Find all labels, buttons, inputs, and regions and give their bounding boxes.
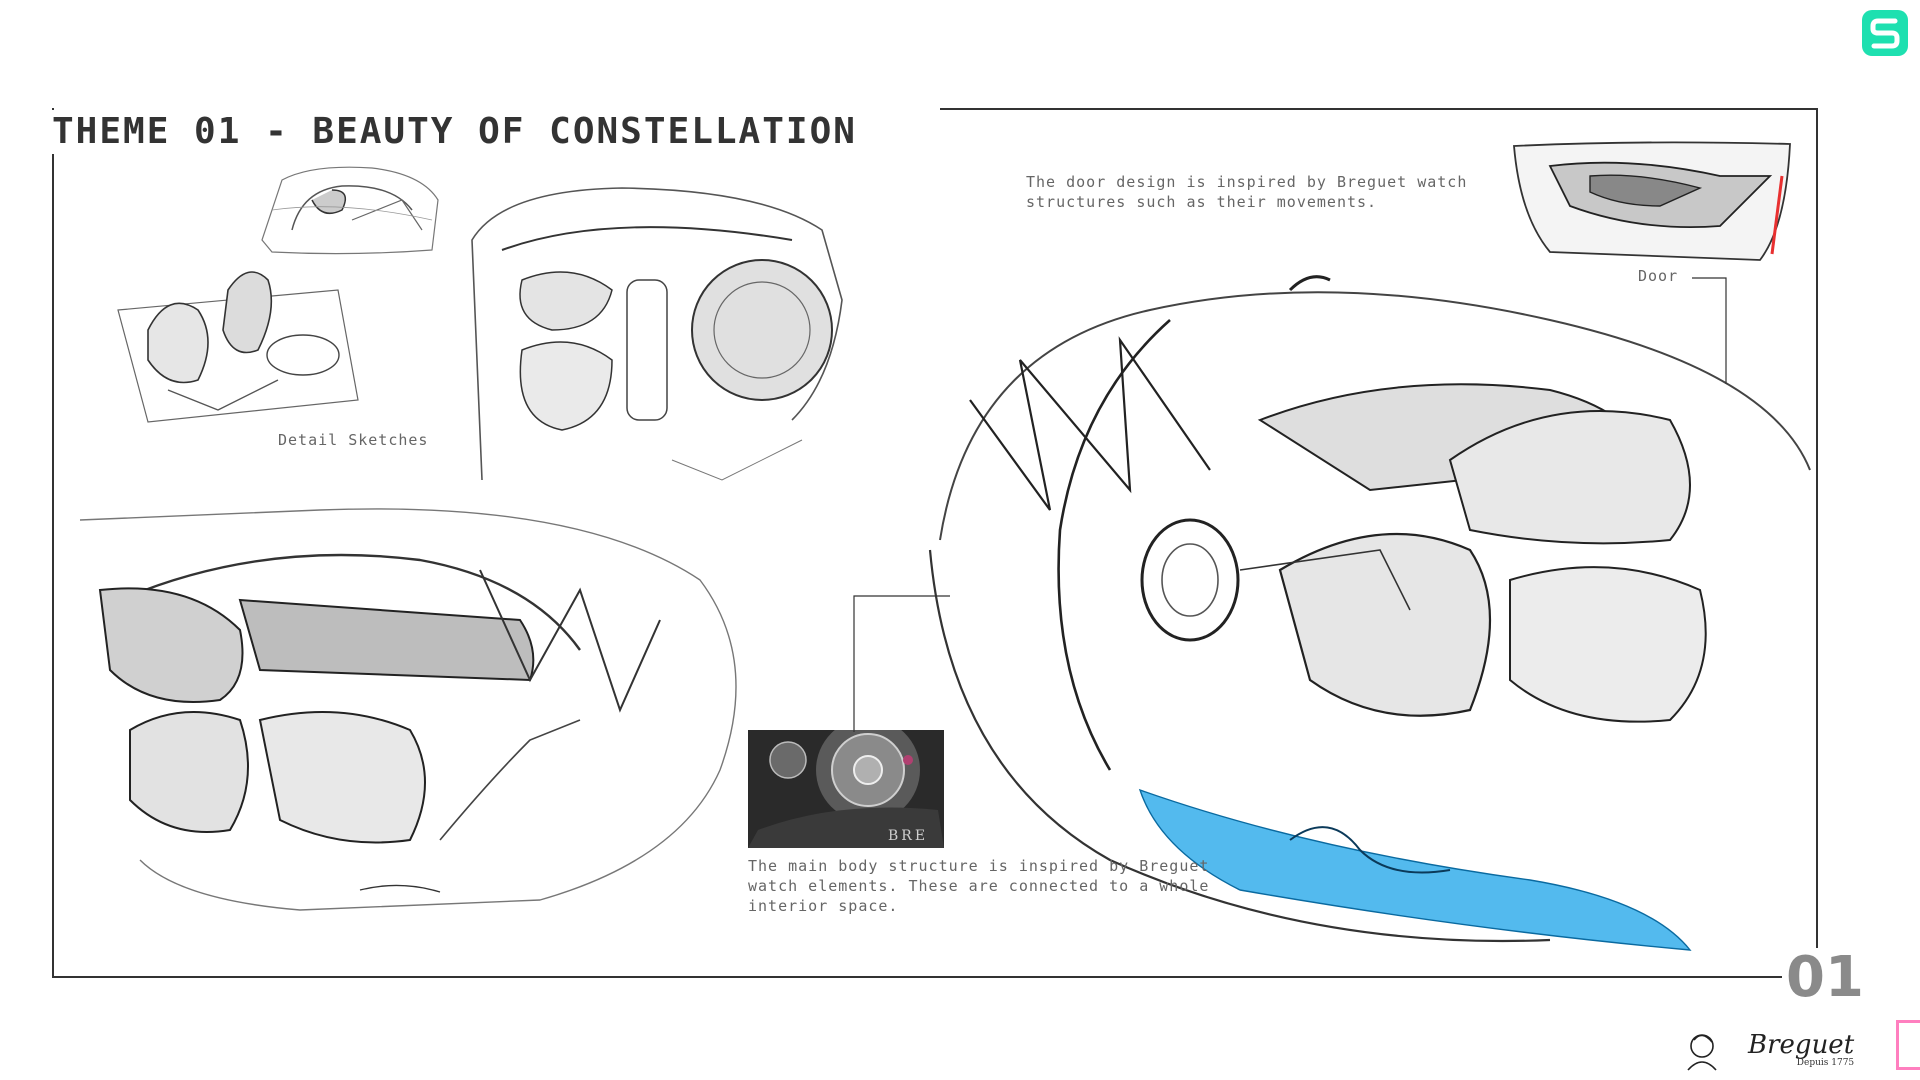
detail-sketches-label: Detail Sketches xyxy=(278,431,429,449)
interior-main-perspective-sketch xyxy=(928,275,1811,951)
detail-sketch-dashboard xyxy=(261,166,439,255)
page-number: 01 xyxy=(1782,948,1868,1008)
door-detail-sketch xyxy=(1513,141,1791,261)
main-body-leader-line xyxy=(853,595,950,732)
detail-sketch-seats xyxy=(117,271,359,423)
breguet-logo: Breguet Depuis 1775 xyxy=(1748,1032,1854,1068)
door-design-caption: The door design is inspired by Breguet w… xyxy=(1026,173,1468,211)
interior-rear-perspective-sketch xyxy=(79,508,737,911)
breguet-since: Depuis 1775 xyxy=(1796,1058,1855,1068)
sheet-frame xyxy=(52,108,1818,978)
interior-top-view-sketch xyxy=(471,187,843,481)
page-title: THEME 01 - BEAUTY OF CONSTELLATION xyxy=(52,110,871,155)
door-label: Door xyxy=(1638,267,1679,285)
s-logo-icon xyxy=(1862,10,1908,56)
portrait-logo-icon xyxy=(1687,1034,1717,1071)
brand-logos: Breguet Depuis 1775 xyxy=(1680,1020,1854,1080)
main-body-caption: The main body structure is inspired by B… xyxy=(748,857,1210,915)
frame-top-line xyxy=(940,108,1818,110)
door-leader-line xyxy=(1692,277,1727,384)
watch-movement-photo: BRE xyxy=(748,730,944,848)
watch-photo-text: BRE xyxy=(888,828,928,844)
breguet-wordmark: Breguet xyxy=(1748,1030,1855,1060)
pink-tab-marker xyxy=(1896,1020,1920,1070)
